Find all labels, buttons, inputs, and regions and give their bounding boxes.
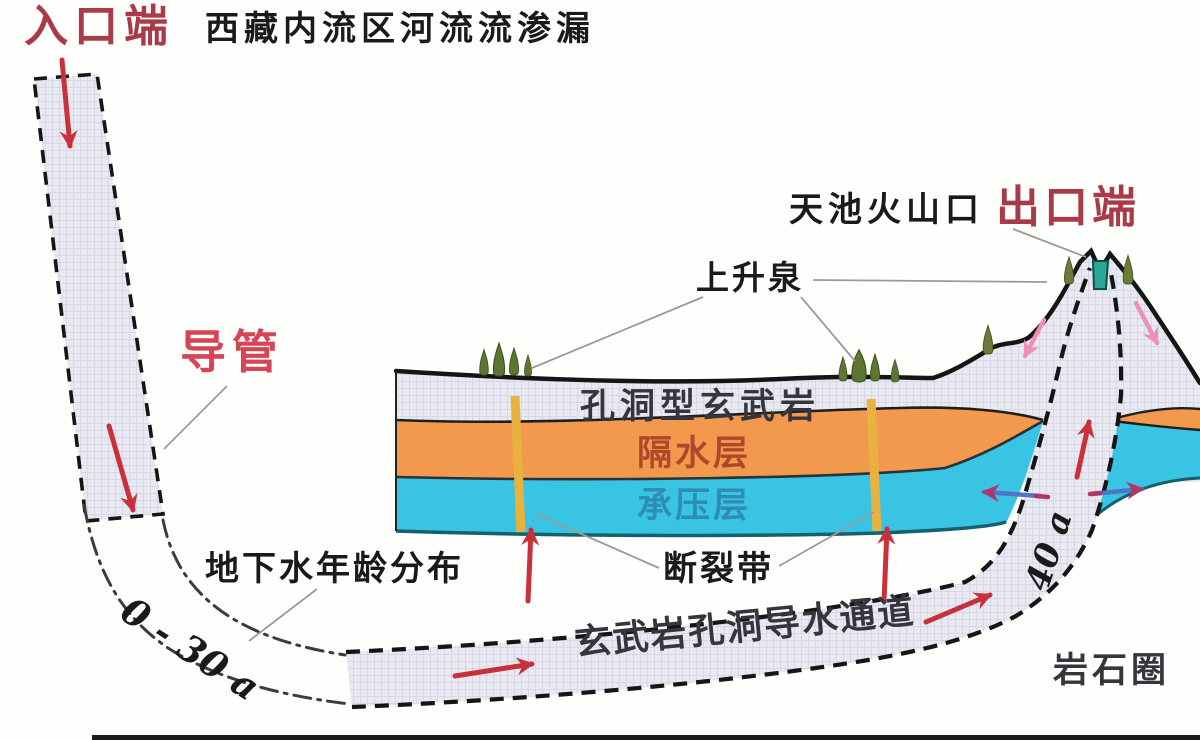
tree-icon: [1122, 253, 1134, 285]
tree-icon: [982, 323, 994, 355]
groundwater-age-label: 地下水年龄分布: [205, 550, 464, 588]
aquiclude-layer-right: [1113, 408, 1200, 430]
tree-icon: [890, 358, 900, 383]
pointer-spring-volcano: [812, 279, 1048, 283]
inlet-label: 入口端: [24, 2, 174, 51]
layer-boundary-right-top: [1112, 406, 1200, 432]
slope-arrow-left: [1022, 317, 1047, 359]
aquiclude-label: 隔水层: [637, 434, 752, 473]
age-boundary-outer: [82, 503, 352, 706]
fault-up-arrow-right: [877, 526, 896, 604]
conduit-channel-shape: [31, 72, 166, 523]
tree-cluster-plain-right: [838, 348, 900, 383]
rising-flow-arrow: [1074, 419, 1095, 480]
outlet-label: 出口端: [996, 183, 1140, 232]
tree-icon: [870, 352, 880, 382]
tree-icon: [479, 348, 489, 376]
pointer-lines: [163, 228, 1087, 642]
layer-boundary-gray-orange: [395, 406, 1044, 424]
conduit-label: 导管: [180, 326, 284, 378]
upslope-flow-arrow: [923, 592, 993, 625]
pointer-fault-left: [535, 513, 660, 569]
channel-flow-arrow: [452, 657, 535, 679]
confined-layer-label: 承压层: [637, 486, 752, 525]
fault-up-arrow-left: [521, 527, 540, 604]
crater-lake: [1091, 260, 1110, 290]
pointer-fault-right: [778, 511, 875, 567]
pointer-conduit: [163, 385, 228, 450]
tree-cluster-volcano: [982, 253, 1134, 355]
tree-icon: [838, 355, 848, 382]
fault-line-right: [866, 398, 882, 532]
tree-icon: [492, 341, 506, 377]
bottom-edge-bar: [92, 735, 1200, 740]
flow-channel-shape: [346, 268, 1122, 707]
layer-boundary-cyan-bottom: [395, 520, 1007, 538]
pointer-groundwater-age: [248, 588, 318, 642]
crater-label: 天池火山口: [789, 191, 984, 229]
fault-zone-label: 断裂带: [663, 550, 774, 588]
tree-icon: [524, 353, 532, 377]
tree-cluster-plain-left: [479, 341, 532, 377]
tree-icon: [1064, 255, 1074, 285]
tree-icon: [509, 346, 519, 376]
pointer-outlet: [1012, 228, 1087, 258]
flow-channel-border-bottom: [351, 267, 1124, 710]
pink-slope-arrows: [1022, 300, 1160, 359]
conduit-down-arrow: [106, 423, 138, 513]
aquifer-arrow-right-stub: [1087, 490, 1103, 497]
inlet-down-arrow: [59, 57, 78, 149]
pointer-spring-right: [800, 296, 856, 362]
age-boundary-inner: [161, 518, 347, 657]
aquifer-arrow-left: [981, 484, 1043, 503]
porous-basalt-label: 孔洞型玄武岩: [580, 387, 821, 426]
rising-spring-label: 上升泉: [696, 259, 804, 296]
fault-line-left: [510, 395, 526, 533]
aquiclude-layer-left: [396, 407, 1043, 480]
aquifer-double-arrows: [981, 481, 1145, 503]
layer-boundary-orange-cyan: [395, 419, 1044, 481]
source-label: 西藏内流区河流流渗漏: [205, 10, 595, 48]
aquifer-arrow-left-stub: [1033, 493, 1051, 500]
pointer-spring-left: [531, 296, 704, 369]
tree-icon: [851, 348, 867, 383]
slope-arrow-right: [1133, 300, 1160, 346]
surface-outline: [393, 247, 1200, 386]
flow-channel-border-top: [345, 267, 1092, 655]
lithosphere-label: 岩石圈: [1053, 651, 1171, 690]
red-flow-arrows: [59, 57, 1095, 679]
